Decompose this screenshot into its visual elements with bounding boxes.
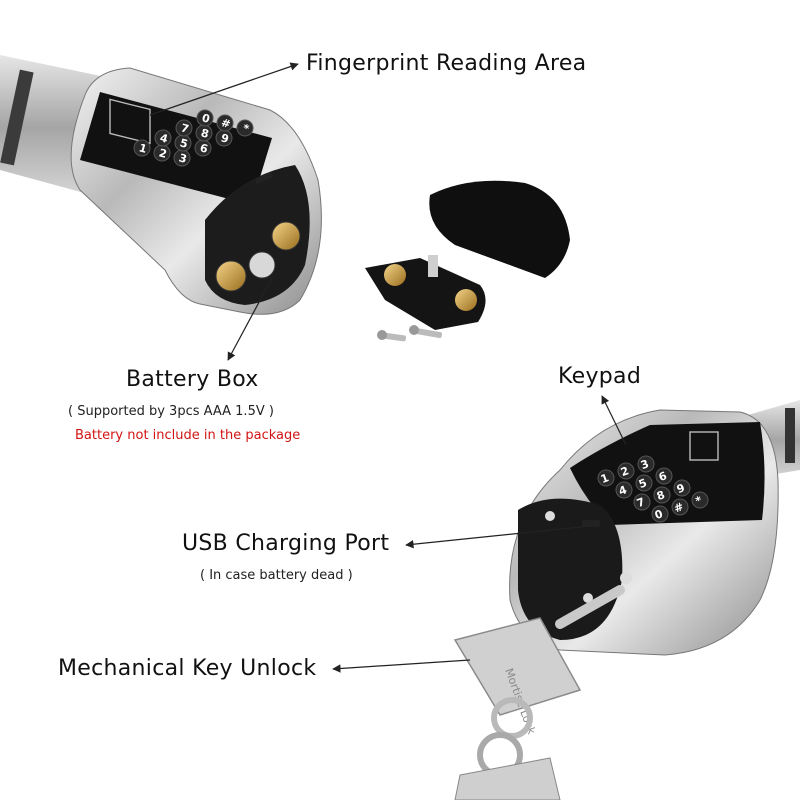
cylinder-ring [785,408,795,463]
battery-terminal [271,221,301,251]
keypad-key-label: 2 [619,464,631,479]
keypad-key-label: # [220,116,232,131]
keypad-panel [80,92,272,205]
keypad-key-label: 3 [178,151,189,166]
battery-contact [455,289,477,311]
keypad-key[interactable] [653,486,671,504]
keypad-key-label: 1 [138,141,149,156]
keypad-key-label: 7 [180,121,191,136]
screw [377,330,407,342]
keypad-key[interactable] [216,114,234,132]
arrow-usb [405,525,591,549]
keypad-key-label: 8 [655,488,667,503]
keypad-key-label: * [241,122,250,136]
label-mech-key: Mechanical Key Unlock [58,656,317,681]
cylinder-ring [0,69,34,166]
keypad-key[interactable] [154,129,172,147]
arrow-fingerprint [149,62,299,116]
fingerprint-sensor [689,431,719,461]
arrow-battery [227,277,273,361]
battery-spring [428,255,438,277]
keypad-key[interactable] [196,109,214,127]
key-head [454,757,561,800]
keypad-key[interactable] [597,469,615,487]
keypad-key-label: 0 [201,111,212,126]
keypad-key[interactable] [651,505,669,523]
battery-contact [384,264,406,286]
screw-hole [583,593,593,603]
keypad-key-label: * [694,494,704,508]
keypad-key-label: 9 [220,131,231,146]
keypad-key-label: 8 [200,126,211,141]
keypad-key[interactable] [637,455,655,473]
keypad-key-label: 2 [158,146,169,161]
key-head [453,617,582,716]
label-battery-note: ( Supported by 3pcs AAA 1.5V ) [68,404,274,419]
battery-terminal [248,251,276,279]
keypad-key-label: 1 [599,471,611,486]
usb-port [582,520,600,527]
keypad-key[interactable] [617,462,635,480]
keypad-key[interactable] [633,493,651,511]
keypad-key-label: 5 [179,136,190,151]
battery-cover [429,180,570,278]
keypad-key-label: 3 [639,457,651,472]
keypad-key-label: # [672,500,685,515]
label-fingerprint: Fingerprint Reading Area [306,51,587,76]
label-battery-warning: Battery not include in the package [75,428,301,443]
keypad-key[interactable] [671,498,689,516]
keypad-key-label: 4 [617,483,629,498]
keypad-key-label: 4 [159,131,170,146]
label-battery-box: Battery Box [126,367,259,392]
arrow-keypad [601,395,627,446]
keypad-key[interactable] [635,474,653,492]
screw-hole [620,572,632,584]
screw-hole [545,511,555,521]
keypad-key[interactable] [236,119,254,137]
keypad-key[interactable] [175,119,193,137]
keypad-key-label: 6 [657,469,669,484]
keypad-key-label: 9 [675,481,687,496]
keypad-key-label: 6 [199,141,210,156]
fingerprint-sensor [109,98,151,145]
battery-cover-parts [365,180,570,342]
screw [409,325,442,339]
keypad-key-label: 0 [653,507,665,522]
key-shaft [555,585,625,629]
arrow-mech-key [332,659,471,673]
keypad-key-label: 7 [635,495,647,510]
keypad-key[interactable] [133,139,151,157]
label-usb-note: ( In case battery dead ) [200,568,353,583]
keypad-key[interactable] [615,481,633,499]
keypad-key[interactable] [655,467,673,485]
keypad-key[interactable] [691,491,709,509]
callout-arrows [149,62,627,673]
keypad-key-label: 5 [637,476,649,491]
battery-terminal [215,260,247,292]
usb-port [255,172,273,184]
label-keypad: Keypad [558,364,642,389]
label-usb: USB Charging Port [182,531,390,556]
keypad-key[interactable] [673,479,691,497]
